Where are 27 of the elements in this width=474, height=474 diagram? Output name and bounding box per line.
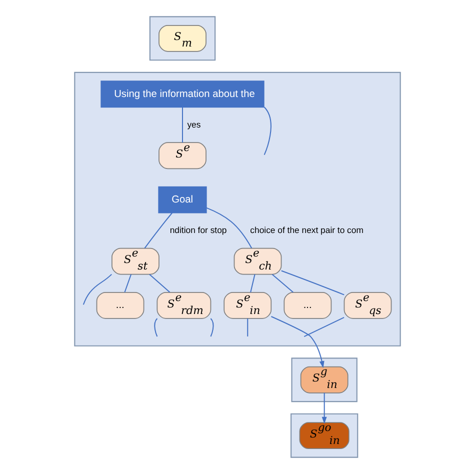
connector (210, 318, 214, 337)
connector (206, 207, 252, 248)
cluster (290, 413, 358, 458)
cluster (74, 72, 400, 346)
node-box: Goal (158, 186, 206, 214)
connector (82, 274, 112, 305)
cluster (290, 358, 357, 402)
cluster (148, 16, 216, 61)
connector (124, 274, 132, 292)
arrow (321, 392, 326, 424)
arrow (270, 316, 324, 368)
connector (246, 318, 248, 336)
edge-label: yes (186, 119, 200, 130)
connector (182, 107, 183, 142)
connector (250, 274, 255, 292)
connector (148, 274, 170, 293)
connector (303, 317, 344, 337)
connector (263, 106, 271, 156)
edge-label: ndition for stop (169, 225, 226, 236)
node-box: Using the information about the (100, 80, 264, 108)
node-box: ... (283, 292, 332, 319)
edge-label: choice of the next pair to com (250, 225, 363, 236)
connector (271, 274, 293, 293)
connector (144, 212, 172, 248)
connector (154, 318, 158, 337)
node-box: ... (96, 292, 144, 319)
connector (280, 270, 344, 296)
